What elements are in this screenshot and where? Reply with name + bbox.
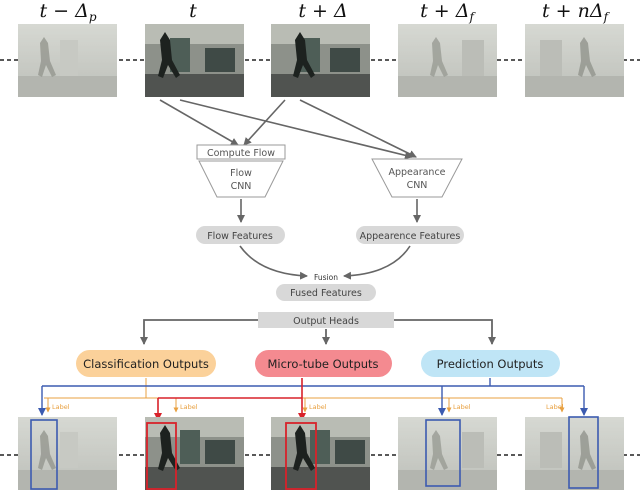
output-heads-label: Output Heads xyxy=(293,316,359,327)
fused-features-pill xyxy=(276,284,376,301)
prediction-outputs-label: Prediction Outputs xyxy=(437,357,544,371)
time-label-t-plus-delta: t + Δ xyxy=(298,0,347,22)
fused-features-label: Fused Features xyxy=(290,288,362,299)
appearance-features-pill xyxy=(356,226,464,244)
time-label-t-plus-n-delta-f: t + nΔf xyxy=(542,0,611,24)
bottom-frame-4 xyxy=(398,417,497,490)
appearance-cnn-box xyxy=(371,158,463,198)
time-label-t-plus-delta-f: t + Δf xyxy=(420,0,476,24)
time-label-t: t xyxy=(189,0,197,22)
label-tag-3: Label xyxy=(309,403,327,411)
top-frame-1 xyxy=(18,24,117,97)
label-tag-1: Label xyxy=(52,403,70,411)
classification-label-lines xyxy=(44,378,565,413)
time-label-t-minus-delta-p: t − Δp xyxy=(39,0,96,24)
microtube-outputs-box xyxy=(255,350,392,377)
label-tag-4: Label xyxy=(453,403,471,411)
compute-flow-label: Compute Flow xyxy=(207,148,275,159)
flow-cnn-box xyxy=(198,160,284,198)
top-frame-4 xyxy=(398,24,497,97)
flow-features-label: Flow Features xyxy=(207,231,273,242)
microtube-arrows xyxy=(154,378,306,421)
output-head-arrows xyxy=(140,319,496,345)
output-heads-bar xyxy=(258,312,394,328)
label-tag-5: Label xyxy=(546,403,564,411)
top-frame-3 xyxy=(271,24,370,97)
flow-features-pill xyxy=(196,226,285,244)
appearance-cnn-label-2: CNN xyxy=(407,180,428,191)
top-frame-5 xyxy=(525,24,624,97)
compute-flow-box xyxy=(196,144,286,160)
prediction-outputs-box xyxy=(421,350,560,377)
appearance-features-label: Appearence Features xyxy=(360,231,461,242)
label-tag-2: Label xyxy=(180,403,198,411)
classification-outputs-label: Classification Outputs xyxy=(83,357,209,371)
microtube-outputs-label: Micro-tube Outputs xyxy=(267,357,378,371)
classification-outputs-box xyxy=(76,350,216,377)
frame-to-cnn-arrows xyxy=(159,99,417,160)
bottom-frame-2 xyxy=(145,417,244,490)
bottom-frame-1 xyxy=(18,417,117,490)
prediction-arrows xyxy=(38,378,588,416)
appearance-cnn-label-1: Appearance xyxy=(388,167,445,178)
flow-cnn-label-2: CNN xyxy=(231,181,252,192)
appearance-to-fusion-arrow xyxy=(343,245,411,280)
bottom-frame-3 xyxy=(271,417,370,490)
fusion-label: Fusion xyxy=(314,273,338,282)
flow-to-fusion-arrow xyxy=(239,245,308,280)
top-frame-2 xyxy=(145,24,244,97)
flow-cnn-label-1: Flow xyxy=(230,168,252,179)
bottom-frame-5 xyxy=(525,416,624,490)
